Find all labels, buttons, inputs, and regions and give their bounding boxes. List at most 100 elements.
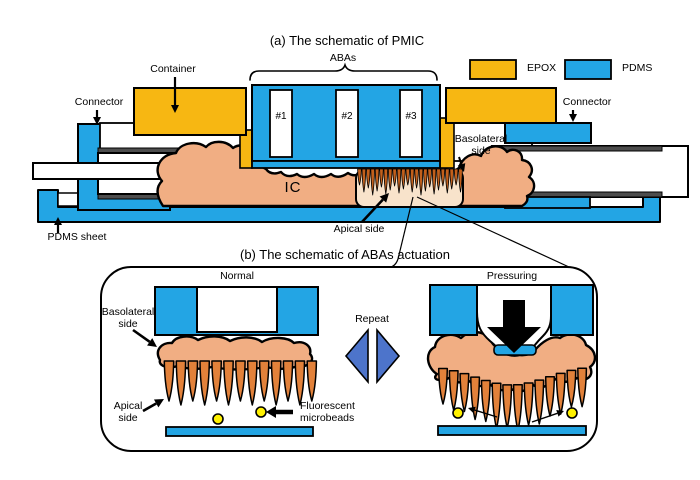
villus <box>306 360 318 402</box>
bead-motion-arrow-left <box>468 406 476 414</box>
panel-b-title: (b) The schematic of ABAs actuation <box>239 247 451 262</box>
villus <box>187 360 199 402</box>
container-arrow <box>171 105 179 113</box>
villus <box>577 367 588 408</box>
villus <box>470 376 481 421</box>
apical-b-arrow <box>153 399 164 408</box>
villus <box>401 168 406 190</box>
chamber-1-label: #1 <box>275 111 287 122</box>
epox-container-right <box>445 87 557 124</box>
microbead <box>452 407 464 419</box>
basolateral-side-label-b: Basolateral side <box>101 306 155 330</box>
normal-abas-chamber <box>196 286 278 333</box>
villus <box>409 168 415 193</box>
villus <box>374 168 380 192</box>
microbead <box>566 407 578 419</box>
repeat-label: Repeat <box>355 313 389 325</box>
legend-epox-swatch <box>469 59 517 80</box>
villus <box>566 369 577 408</box>
villus <box>418 168 424 196</box>
chamber-3-label: #3 <box>405 111 417 122</box>
villus <box>270 360 282 406</box>
right-connector-shape <box>504 122 592 144</box>
villus <box>459 372 470 413</box>
microbeads-arrow <box>266 406 276 418</box>
villus <box>246 360 258 406</box>
pdms-sheet-label: PDMS sheet <box>47 231 107 243</box>
villus <box>427 168 432 188</box>
apical-side-label-b: Apical side <box>113 400 143 424</box>
normal-title: Normal <box>220 270 254 282</box>
villus <box>445 168 450 194</box>
abas-label: ABAs <box>329 52 357 64</box>
villus <box>396 168 402 194</box>
left-ribbon-cable <box>32 162 176 180</box>
microbead <box>212 413 224 425</box>
repeat-triangle-left <box>344 327 369 385</box>
apical-side-label-a: Apical side <box>333 223 385 235</box>
connector-right-label: Connector <box>562 96 612 108</box>
villus <box>449 168 454 190</box>
connector-right-arrow <box>569 114 577 122</box>
pdms-sheet-slot <box>57 192 81 207</box>
pressuring-slide-bar <box>437 425 587 436</box>
villus <box>235 360 246 402</box>
abas-brace <box>249 62 438 81</box>
bead-motion-arrow-right <box>556 409 564 417</box>
villus <box>437 367 449 405</box>
villus <box>440 168 446 187</box>
villus <box>383 168 389 195</box>
villus <box>534 379 545 425</box>
villus <box>366 168 371 189</box>
villus <box>361 168 367 193</box>
ic-label: IC <box>284 179 302 196</box>
pressuring-abas-left <box>429 284 478 336</box>
villus <box>163 360 175 402</box>
villus <box>436 168 441 191</box>
apical-a-arrow <box>379 193 389 203</box>
pressuring-title: Pressuring <box>486 270 538 282</box>
epox-container-left <box>133 87 247 136</box>
villus <box>453 168 459 186</box>
legend-epox-label: EPOX <box>527 62 557 74</box>
connector-left-arrow <box>93 117 101 125</box>
panel-a-title: (a) The schematic of PMIC <box>269 33 425 48</box>
abas-membrane-bar <box>251 160 441 169</box>
villus <box>175 360 187 406</box>
villus <box>370 168 375 196</box>
chamber-2-label: #2 <box>341 111 353 122</box>
pdms-sheet-arrow <box>54 217 62 225</box>
villus <box>379 168 384 188</box>
abas-chamber-2 <box>335 89 359 158</box>
abas-chamber-3 <box>399 89 423 158</box>
villus <box>387 168 393 191</box>
basolateral-side-label-a: Basolateral side <box>454 133 508 157</box>
villus <box>431 168 437 195</box>
legend-pdms-label: PDMS <box>622 62 653 74</box>
villus <box>199 360 211 406</box>
basolateral-b-arrow <box>147 338 157 347</box>
villus <box>223 360 234 406</box>
villus <box>405 168 411 186</box>
normal-slide-bar <box>165 426 314 437</box>
villus <box>294 360 306 406</box>
villus <box>414 168 419 189</box>
villus <box>357 168 362 186</box>
container-label: Container <box>150 63 196 75</box>
legend-pdms-swatch <box>564 59 612 80</box>
repeat-triangle-right <box>376 327 401 385</box>
villus <box>480 379 491 423</box>
villus <box>458 168 463 193</box>
microbead <box>255 406 267 418</box>
basolateral-a-arrow <box>457 163 466 172</box>
villus <box>282 360 294 402</box>
pressuring-abas-right <box>550 284 594 336</box>
villus <box>423 168 428 192</box>
pressure-down-arrow <box>487 300 541 353</box>
villus <box>211 360 223 402</box>
connector-left-label: Connector <box>74 96 124 108</box>
villus <box>392 168 397 187</box>
abas-chamber-1 <box>269 89 293 158</box>
